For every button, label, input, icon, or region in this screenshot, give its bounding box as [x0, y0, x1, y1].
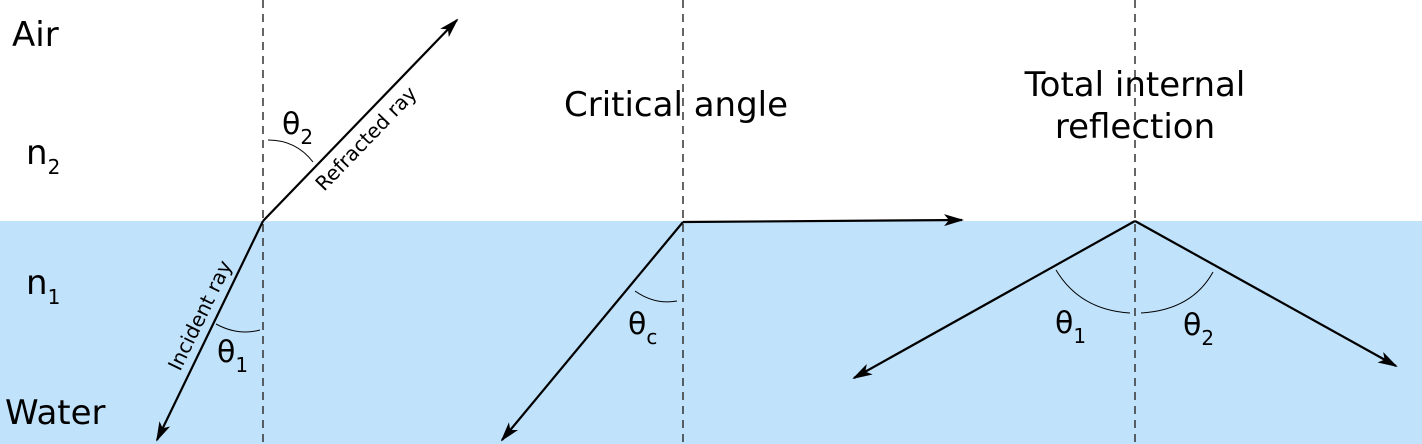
n1-label: n1 — [26, 263, 60, 309]
thetac-label: θc — [628, 307, 657, 349]
tir-theta2-label: θ2 — [1183, 308, 1214, 350]
tir-incident-ray — [852, 220, 1136, 379]
critical-angle-title: Critical angle — [564, 85, 788, 125]
theta2-label: θ2 — [282, 107, 313, 149]
tir-title-line1: Total internal — [1024, 65, 1246, 105]
refracted-ray — [262, 18, 459, 222]
thetac-arc — [634, 290, 678, 303]
tir-theta1-label: θ1 — [1055, 306, 1086, 348]
theta2-arc — [267, 139, 314, 163]
water-label: Water — [5, 393, 106, 433]
tir-theta1-arc — [1055, 269, 1131, 314]
water-region — [0, 221, 1422, 444]
tir-reflected-ray — [1134, 220, 1398, 367]
incident-ray — [156, 220, 264, 442]
air-label: Air — [12, 15, 59, 55]
n2-label: n2 — [26, 133, 60, 179]
tir-panel: Total internal reflection θ1 θ2 — [852, 65, 1398, 379]
critical-incident-ray — [500, 221, 684, 442]
critical-refracted-ray — [682, 214, 964, 227]
refracted-ray-label: Refracted ray — [310, 81, 421, 195]
tir-title-line2: reflection — [1055, 107, 1215, 147]
tir-theta2-arc — [1140, 271, 1214, 314]
theta1-arc — [215, 323, 261, 333]
theta1-label: θ1 — [217, 335, 248, 377]
critical-angle-panel: Critical angle θc — [500, 85, 964, 442]
